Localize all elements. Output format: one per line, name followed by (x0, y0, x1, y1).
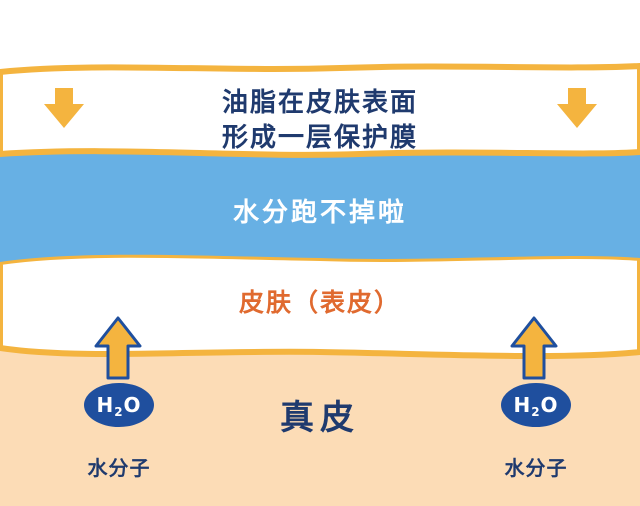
oil-film-label-line1: 油脂在皮肤表面 (221, 88, 418, 118)
epidermis-layer (0, 251, 640, 360)
h-symbol: H (513, 393, 532, 417)
oil-film-layer (0, 62, 640, 158)
epidermis-label: 皮肤（表皮） (238, 288, 401, 317)
down-arrow-icon (557, 88, 597, 128)
water-layer-label: 水分跑不掉啦 (232, 198, 407, 228)
water-layer (0, 147, 640, 262)
water-molecule-right-caption: 水分子 (504, 456, 568, 480)
subscript-2: 2 (114, 405, 124, 419)
up-arrow-icon (510, 316, 558, 380)
o-symbol: O (123, 393, 142, 417)
water-molecule-right-shape (501, 383, 571, 427)
dermis-label: 真皮 (280, 398, 360, 438)
h-symbol: H (96, 393, 115, 417)
water-molecule-left-shape (84, 383, 154, 427)
water-molecule-left: H2O (83, 382, 155, 428)
water-molecule-left-caption: 水分子 (87, 456, 151, 480)
oil-film-label: 油脂在皮肤表面 形成一层保护膜 (0, 86, 640, 156)
oil-film-label-line2: 形成一层保护膜 (221, 123, 418, 153)
subscript-2: 2 (531, 405, 541, 419)
o-symbol: O (540, 393, 559, 417)
water-molecule-right: H2O (500, 382, 572, 428)
up-arrow-icon (94, 316, 142, 380)
down-arrow-icon (44, 88, 84, 128)
